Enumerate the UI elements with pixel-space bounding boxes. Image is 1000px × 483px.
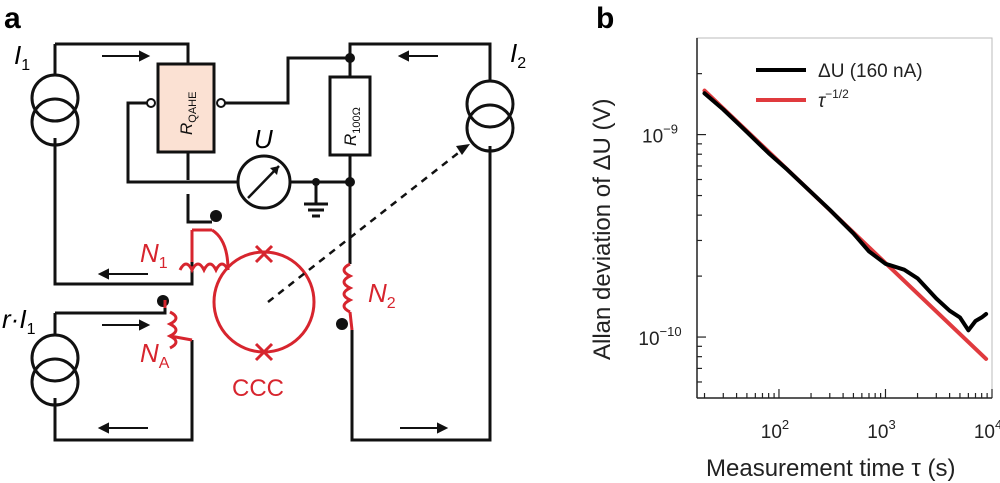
- resistor-r-qahe: RQAHE: [146, 62, 226, 154]
- r-100-main: R: [341, 134, 360, 146]
- svg-text:I1: I1: [14, 40, 30, 74]
- legend-label-measured: ΔU (160 nA): [818, 61, 923, 82]
- svg-text:N1: N1: [140, 238, 168, 272]
- voltmeter-label: U: [254, 124, 273, 154]
- source3-label: I: [19, 304, 26, 334]
- current-source-i1: [30, 73, 80, 147]
- svg-text:N2: N2: [368, 278, 396, 312]
- chart: 102 103 104 10−10 10−9 ΔU (160 nA) τ−1/2 Mea…: [589, 37, 1000, 482]
- legend-label-fit-main: τ: [818, 91, 827, 112]
- current-source-r-i1: [30, 333, 80, 407]
- panel-a-label: a: [4, 2, 21, 35]
- svg-text:R100Ω: R100Ω: [341, 107, 363, 146]
- y-tick-label: 10−10: [638, 324, 681, 350]
- panel-b-label: b: [596, 2, 614, 35]
- n1-main: N: [140, 238, 159, 268]
- n2-main: N: [368, 278, 387, 308]
- ccc-label: CCC: [232, 375, 284, 402]
- source1-label: I: [14, 40, 21, 70]
- source3-prefix: r·: [2, 304, 19, 334]
- x-tick-label: 102: [761, 417, 789, 443]
- y-axis-title: Allan deviation of ΔU (V): [589, 99, 616, 360]
- ccc-coils: [163, 228, 354, 362]
- current-arrows: [97, 50, 449, 434]
- n2-sub: 2: [387, 295, 396, 312]
- n1-sub: 1: [159, 255, 168, 272]
- circuit-wires: [53, 42, 492, 442]
- svg-text:r·I1: r·I1: [2, 304, 36, 338]
- resistor-r-100: R100Ω: [328, 75, 372, 157]
- source2-label: I: [510, 38, 517, 68]
- y-tick-label: 10−9: [642, 122, 678, 148]
- na-main: N: [140, 338, 159, 368]
- source3-sub: 1: [27, 321, 36, 338]
- source1-sub: 1: [21, 57, 30, 74]
- x-tick-label: 103: [867, 417, 895, 443]
- x-axis-title: Measurement time τ (s): [706, 455, 956, 482]
- svg-text:τ−1/2: τ−1/2: [818, 87, 849, 112]
- series-line-measured: [702, 91, 989, 333]
- current-source-i2: [465, 79, 515, 153]
- x-tick-label: 104: [974, 417, 1000, 443]
- r-qahe-sub: QAHE: [187, 92, 199, 123]
- svg-text:NA: NA: [140, 338, 170, 372]
- source2-sub: 2: [517, 55, 526, 72]
- legend-label-fit-sup: −1/2: [825, 87, 849, 101]
- svg-text:I2: I2: [510, 38, 526, 72]
- r-100-sub: 100Ω: [351, 107, 363, 134]
- na-sub: A: [159, 355, 170, 372]
- coupling-arrow: [267, 144, 470, 303]
- voltmeter: [236, 154, 292, 210]
- legend: ΔU (160 nA) τ−1/2: [756, 61, 923, 112]
- r-qahe-main: R: [177, 123, 196, 135]
- svg-text:RQAHE: RQAHE: [177, 92, 199, 135]
